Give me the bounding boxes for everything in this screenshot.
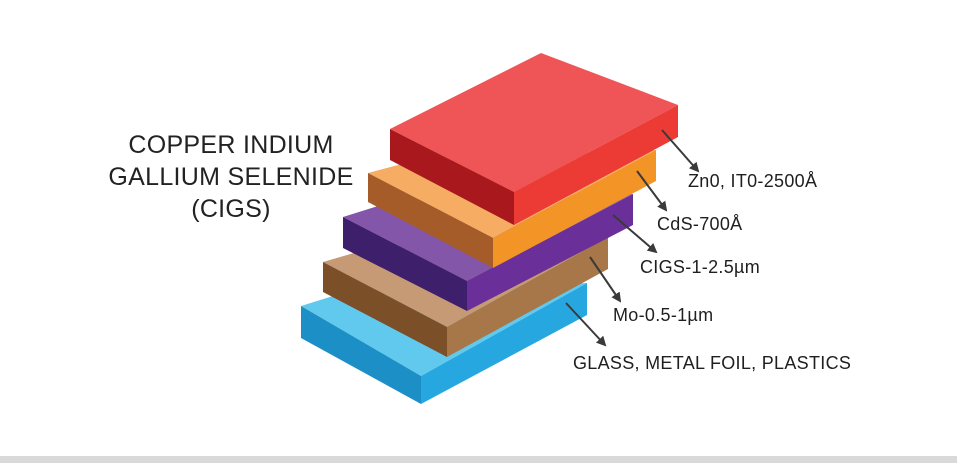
layer-cds-front [493,150,656,268]
bottom-scroll-strip [0,456,957,463]
arrow-glass [565,302,607,347]
arrow-zno [661,129,700,173]
layer-mo-front [447,237,608,357]
diagram-title: COPPER INDIUM GALLIUM SELENIDE (CIGS) [96,129,366,225]
layer-zno-top [390,53,678,192]
layer-cigs-front [467,194,633,311]
arrow-cds [636,170,668,212]
layer-mo-left [323,262,447,357]
title-line-3: (CIGS) [191,195,271,223]
label-zno: Zn0, IT0-2500Å [688,171,818,191]
layer-glass-left [301,306,421,404]
layer-glass-front [421,283,587,404]
label-cds: CdS-700Å [657,214,743,234]
title-line-1: COPPER INDIUM [128,131,334,159]
label-glass: GLASS, METAL FOIL, PLASTICS [573,353,852,373]
arrow-cigs [612,214,658,254]
title-line-2: GALLIUM SELENIDE [108,163,354,191]
arrow-mo [589,256,622,303]
layer-zno-left [390,129,514,225]
layer-zno-front [514,105,678,225]
layer-cds-left [368,173,493,268]
layer-zno [390,53,678,225]
label-cigs: CIGS-1-2.5µm [640,257,760,277]
label-mo: Mo-0.5-1µm [613,305,714,325]
layer-cigs-left [343,217,467,311]
